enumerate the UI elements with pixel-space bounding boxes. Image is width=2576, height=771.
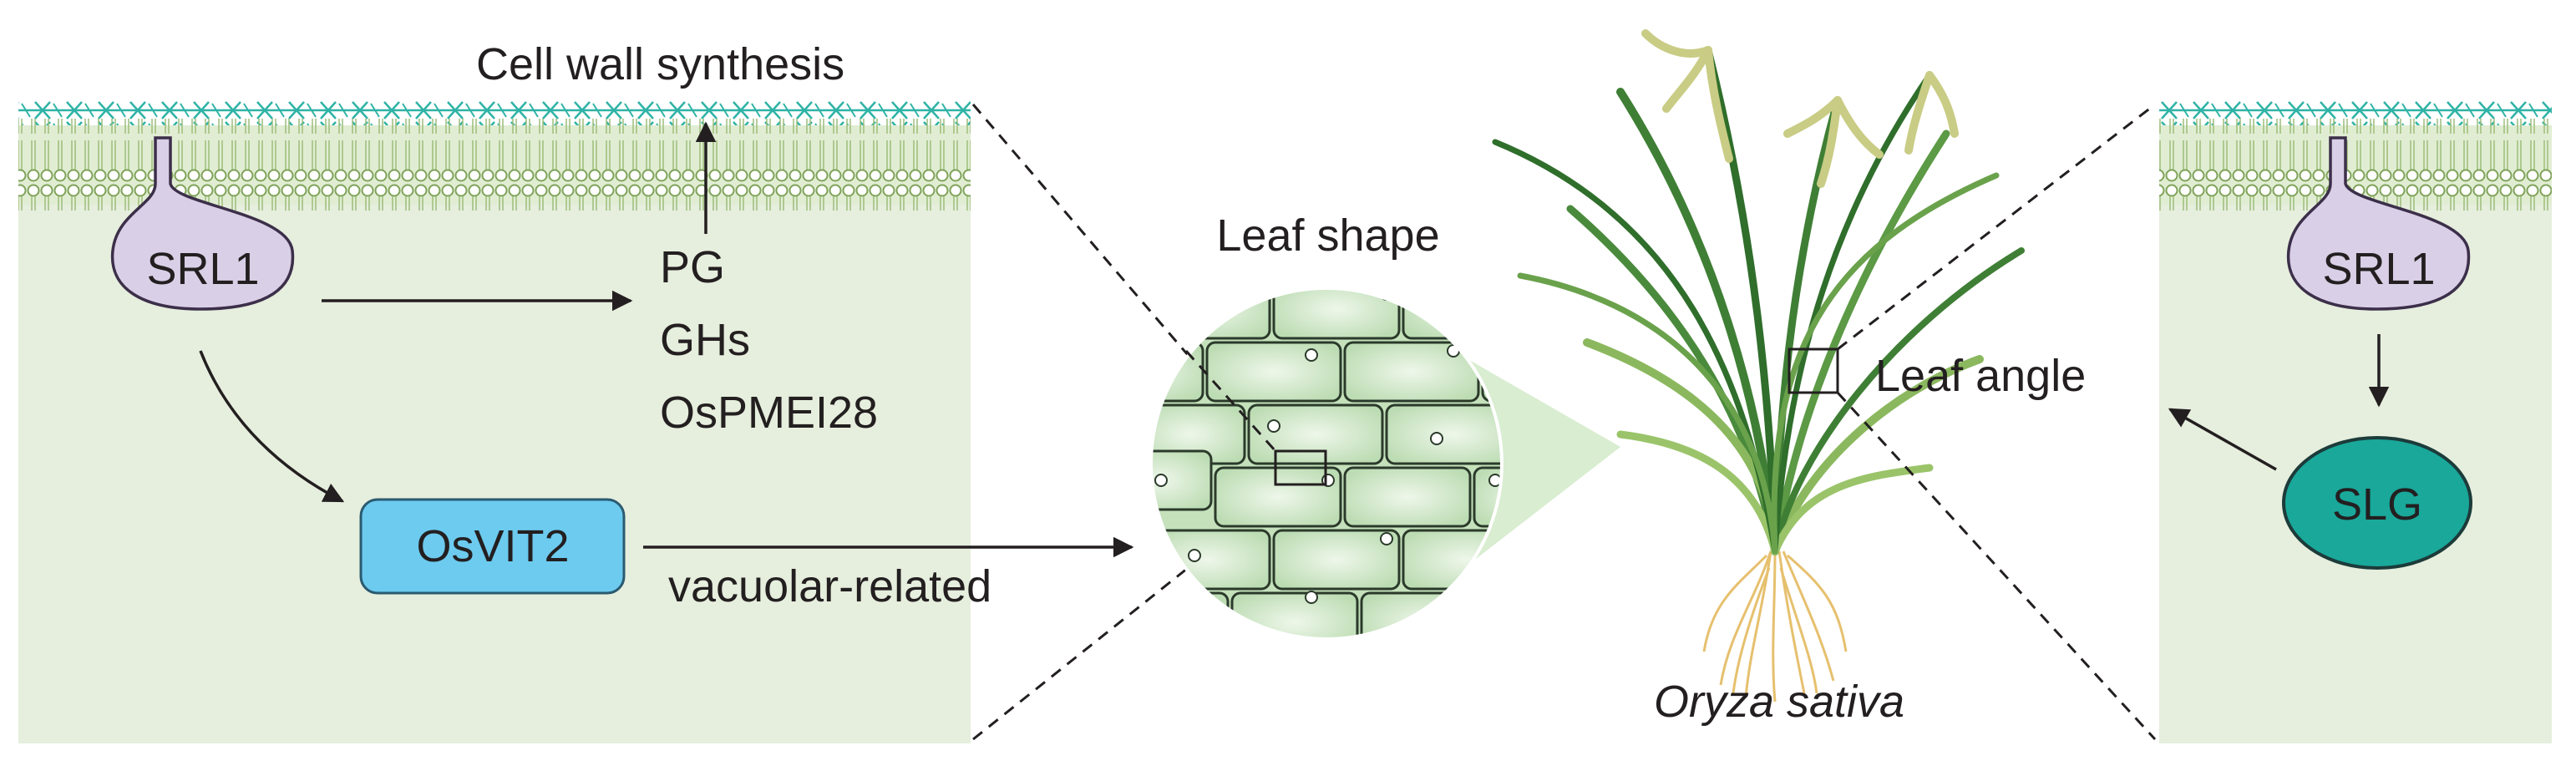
- slg-node: SLG: [2282, 436, 2472, 570]
- cell-wall-synthesis-label: Cell wall synthesis: [476, 39, 844, 89]
- osvit2-node: OsVIT2: [359, 498, 626, 595]
- slg-label: SLG: [2332, 479, 2422, 530]
- arrow-srl1-to-osvit2: [199, 350, 345, 503]
- vacuolar-related-label: vacuolar-related: [668, 561, 991, 611]
- species-label: Oryza sativa: [1654, 677, 1904, 727]
- ghs-label: GHs: [660, 315, 750, 365]
- ospmei28-label: OsPMEI28: [660, 388, 878, 438]
- dashed-connector-right-bottom: [1836, 391, 2157, 741]
- leaf-shape-label: Leaf shape: [1216, 211, 1439, 261]
- left-cell-panel: [18, 100, 971, 743]
- dashed-connector-bottom: [972, 484, 1291, 741]
- magnification-cone: [1453, 351, 1620, 576]
- osvit2-label: OsVIT2: [416, 521, 569, 571]
- slg-ellipse: [2282, 436, 2472, 570]
- srl1-right-node: SRL1: [2286, 136, 2471, 311]
- osvit2-box: [359, 498, 626, 595]
- zoom-box-plant: [1787, 347, 1839, 394]
- srl1-left-label: SRL1: [146, 244, 259, 294]
- zoom-box-small: [1274, 449, 1327, 486]
- dashed-inner-line: [1184, 350, 1277, 452]
- arrow-slg-to-leaf-angle: [2168, 408, 2277, 471]
- srl1-right-label: SRL1: [2322, 244, 2435, 294]
- rice-plant-illustration: [1492, 29, 2025, 703]
- leaf-angle-label: Leaf angle: [1875, 351, 2086, 401]
- srl1-left-node: SRL1: [110, 136, 295, 311]
- srl1-right-shape: [2286, 136, 2471, 311]
- dashed-connector-right-top: [1837, 103, 2156, 351]
- pg-label: PG: [660, 242, 725, 292]
- srl1-left-shape: [110, 136, 295, 311]
